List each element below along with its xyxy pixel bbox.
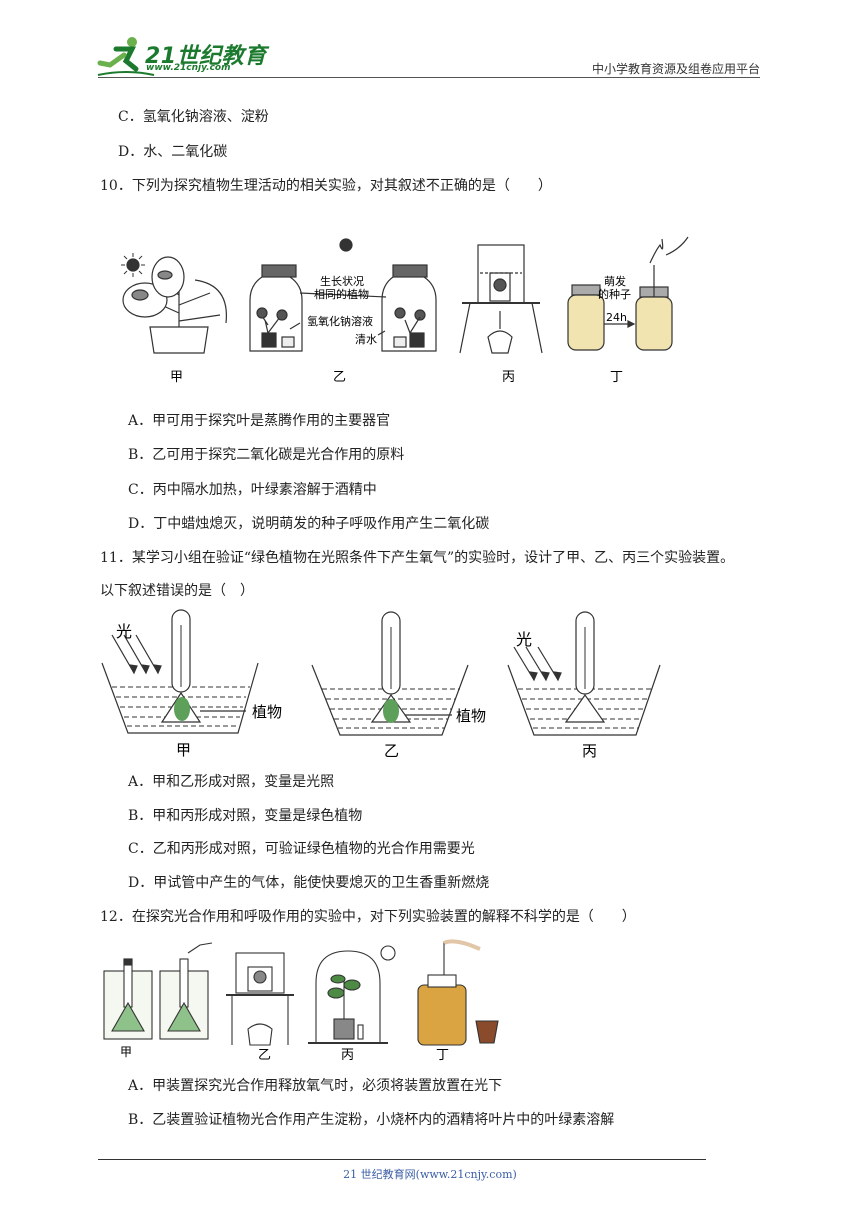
q11-label-light-bing: 光 <box>516 630 532 649</box>
q12-option-b: B．乙装置验证植物光合作用产生淀粉，小烧杯内的酒精将叶片中的叶绿素溶解 <box>128 1112 615 1128</box>
q10-label-same-plants-2: 相同的植物 <box>314 287 369 301</box>
q12-jia-apparatus <box>103 942 213 1040</box>
q10-jia-apparatus <box>121 253 228 354</box>
q11-bing-apparatus <box>507 611 661 736</box>
q10-label-same-plants-1: 生长状况 <box>320 274 364 288</box>
q11-caption-yi: 乙 <box>384 742 399 760</box>
q10-label-time: 24h <box>606 311 627 324</box>
q12-caption-bing: 丙 <box>341 1048 354 1063</box>
q10-label-naoh: 氢氧化钠溶液 <box>307 314 373 328</box>
q12-ding-apparatus <box>417 939 499 1046</box>
q10-option-b: B．乙可用于探究二氧化碳是光合作用的原料 <box>128 447 405 463</box>
q12-caption-ding: 丁 <box>436 1048 449 1063</box>
q12-caption-yi: 乙 <box>258 1048 271 1063</box>
q11-jia-apparatus <box>101 609 259 734</box>
q10-option-a: A．甲可用于探究叶是蒸腾作用的主要器官 <box>128 413 391 429</box>
q10-yi-apparatus <box>249 238 437 352</box>
q11-option-c: C．乙和丙形成对照，可验证绿色植物的光合作用需要光 <box>128 841 475 857</box>
q10-caption-jia: 甲 <box>170 370 183 385</box>
q12-yi-apparatus <box>226 952 294 1046</box>
q12-figure: 甲 乙 丙 丁 <box>103 939 499 1063</box>
logo-text: 21世纪教育 <box>145 44 267 69</box>
q12-caption-jia: 甲 <box>120 1045 132 1059</box>
q11-option-a: A．甲和乙形成对照，变量是光照 <box>128 774 335 790</box>
q11-option-d: D．甲试管中产生的气体，能使快要熄灭的卫生香重新燃烧 <box>128 875 490 891</box>
q10-bing-apparatus <box>459 244 543 354</box>
q11-caption-bing: 丙 <box>582 742 597 760</box>
q11-caption-jia: 甲 <box>176 741 191 759</box>
q10-caption-yi: 乙 <box>333 370 346 385</box>
site-logo <box>96 33 266 79</box>
q10-label-seeds-2: 的种子 <box>598 287 631 301</box>
q10-option-d: D．丁中蜡烛熄灭，说明萌发的种子呼吸作用产生二氧化碳 <box>128 516 490 532</box>
footer-divider <box>98 1159 706 1160</box>
runner-logo-icon <box>97 37 155 76</box>
footer-text[interactable]: 21 世纪教育网(www.21cnjy.com) <box>343 1168 517 1181</box>
q10-stem: 10．下列为探究植物生理活动的相关实验，对其叙述不正确的是（ ） <box>100 178 552 194</box>
q11-label-plant-jia: 植物 <box>252 703 282 721</box>
q11-stem-line-2: 以下叙述错误的是（ ） <box>100 583 254 599</box>
q10-figure: 生长状况 相同的植物 氢氧化钠溶液 清水 萌发 的种子 24h 甲 乙 丙 丁 <box>121 236 689 385</box>
q11-figure: 光 光 植物 植物 甲 乙 丙 <box>101 609 661 760</box>
q12-option-a: A．甲装置探究光合作用释放氧气时，必须将装置放置在光下 <box>128 1078 503 1094</box>
logo-url-text: www.21cnjy.com <box>146 63 231 73</box>
header-divider <box>98 77 760 78</box>
q10-caption-bing: 丙 <box>502 370 515 385</box>
q10-caption-ding: 丁 <box>610 370 623 385</box>
q9-option-d: D．水、二氧化碳 <box>118 144 228 160</box>
q10-label-seeds-1: 萌发 <box>604 274 626 288</box>
q9-option-c: C．氢氧化钠溶液、淀粉 <box>118 109 269 125</box>
q11-stem-line-1: 11．某学习小组在验证“绿色植物在光照条件下产生氧气”的实验时，设计了甲、乙、丙… <box>100 550 735 566</box>
q11-option-b: B．甲和丙形成对照，变量是绿色植物 <box>128 808 363 824</box>
q12-stem: 12．在探究光合作用和呼吸作用的实验中，对下列实验装置的解释不科学的是（ ） <box>100 909 636 925</box>
platform-name: 中小学教育资源及组卷应用平台 <box>591 62 760 76</box>
q10-option-c: C．丙中隔水加热，叶绿素溶解于酒精中 <box>128 482 377 498</box>
q10-ding-apparatus <box>567 236 689 351</box>
q11-yi-apparatus <box>311 611 469 736</box>
q11-label-light-jia: 光 <box>116 622 132 641</box>
q12-bing-apparatus <box>308 945 396 1044</box>
q10-label-water: 清水 <box>355 333 377 346</box>
q11-label-plant-yi: 植物 <box>456 707 486 725</box>
